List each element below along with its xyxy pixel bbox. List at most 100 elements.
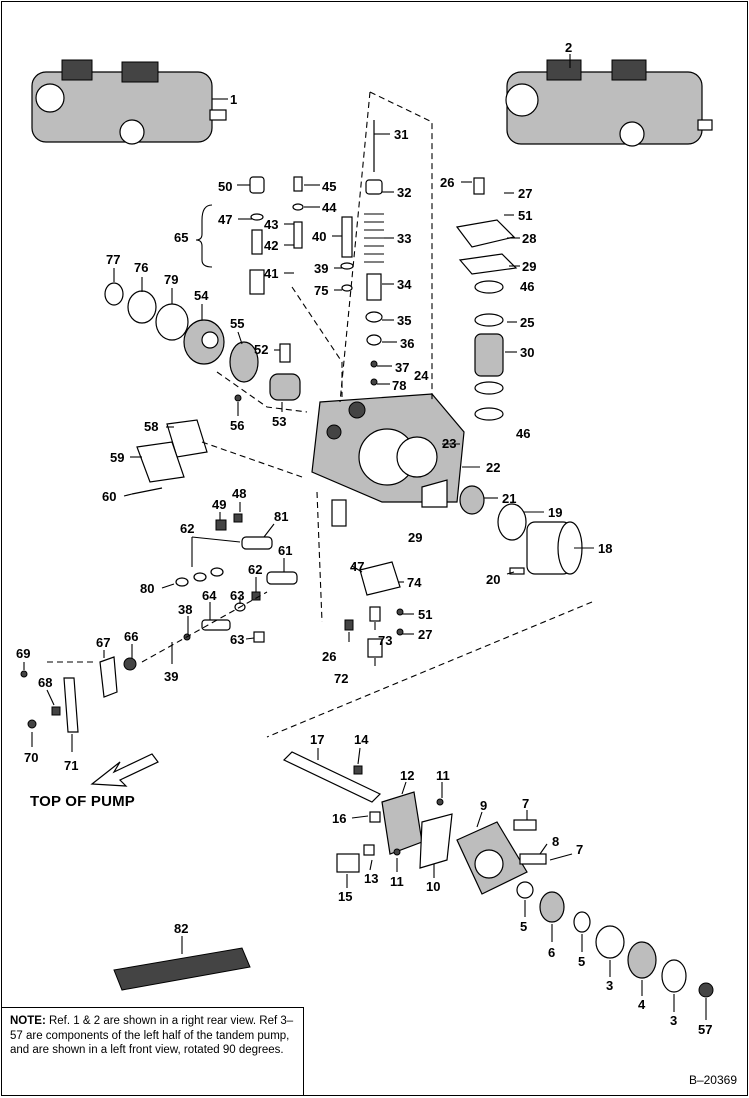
top-of-pump-label: TOP OF PUMP: [30, 793, 135, 810]
callout-55: 55: [230, 316, 244, 331]
callout-25: 25: [520, 315, 534, 330]
callout-28: 28: [522, 231, 536, 246]
callout-11-top: 11: [436, 768, 450, 783]
callout-64: 64: [202, 588, 217, 603]
check-valve-parts: [175, 513, 298, 643]
callout-79: 79: [164, 272, 178, 287]
tandem-pump-assembly-2: [505, 59, 713, 147]
callout-5-left: 5: [520, 919, 527, 934]
callout-73: 73: [378, 633, 392, 648]
callout-39-top: 39: [314, 261, 328, 276]
relief-valve-parts: [249, 176, 354, 295]
callout-17: 17: [310, 732, 324, 747]
callout-54: 54: [194, 288, 209, 303]
callout-65: 65: [174, 230, 188, 245]
center-lower-parts: [331, 499, 404, 658]
decal-82: [113, 947, 251, 991]
callout-26-bottom: 26: [322, 649, 336, 664]
callout-41: 41: [264, 266, 278, 281]
callout-67: 67: [96, 635, 110, 650]
callout-45: 45: [322, 179, 336, 194]
callout-33: 33: [397, 231, 411, 246]
callout-9: 9: [480, 798, 487, 813]
callout-23: 23: [442, 436, 456, 451]
callout-5-right: 5: [578, 954, 585, 969]
callout-48: 48: [232, 486, 246, 501]
callout-29-top: 29: [522, 259, 536, 274]
note-heading: NOTE:: [10, 1015, 46, 1027]
callout-47-bottom: 47: [350, 559, 364, 574]
top-of-pump-arrow: [90, 753, 159, 787]
callout-74: 74: [407, 575, 422, 590]
callout-75: 75: [314, 283, 328, 298]
callout-38: 38: [178, 602, 192, 617]
callout-2: 2: [565, 40, 572, 55]
pump-housing: [311, 393, 465, 503]
tandem-pump-assembly-1: [31, 59, 227, 145]
callout-7-top: 7: [522, 796, 529, 811]
callout-51-bottom: 51: [418, 607, 432, 622]
cylinder-block-set: [421, 479, 583, 575]
callout-11-bottom: 11: [390, 874, 404, 889]
callout-19: 19: [548, 505, 562, 520]
callout-29-bottom: 29: [408, 530, 422, 545]
callout-numbers: 1 2 31 32 33 34 35 36 37 78 24 26 27 51 …: [16, 40, 712, 1037]
callout-27-top: 27: [518, 186, 532, 201]
callout-69: 69: [16, 646, 30, 661]
callout-26-top: 26: [440, 175, 454, 190]
servo-stack: [455, 177, 518, 421]
callout-76: 76: [134, 260, 148, 275]
control-spool-stack: [364, 120, 384, 386]
callout-8: 8: [552, 834, 559, 849]
callout-3-left: 3: [606, 978, 613, 993]
linkage-parts: [20, 656, 137, 733]
callout-63-top: 63: [230, 588, 244, 603]
assembly-lines: [47, 91, 593, 738]
callout-13: 13: [364, 871, 378, 886]
callout-27-bottom: 27: [418, 627, 432, 642]
left-seals-and-bearing: [104, 282, 301, 402]
callout-50: 50: [218, 179, 232, 194]
callout-46-bottom: 46: [516, 426, 530, 441]
callout-31: 31: [394, 127, 408, 142]
callout-80: 80: [140, 581, 154, 596]
callout-16: 16: [332, 811, 346, 826]
note-text: Ref. 1 & 2 are shown in a right rear vie…: [10, 1015, 294, 1056]
callout-21: 21: [502, 491, 516, 506]
callout-56: 56: [230, 418, 244, 433]
callout-10: 10: [426, 879, 440, 894]
callout-44: 44: [322, 200, 337, 215]
callout-7-bottom: 7: [576, 842, 583, 857]
callout-47-top: 47: [218, 212, 232, 227]
callout-37: 37: [395, 360, 409, 375]
callout-22: 22: [486, 460, 500, 475]
callout-6: 6: [548, 945, 555, 960]
callout-1: 1: [230, 92, 237, 107]
callout-58: 58: [144, 419, 158, 434]
callout-66: 66: [124, 629, 138, 644]
callout-81: 81: [274, 509, 288, 524]
callout-36: 36: [400, 336, 414, 351]
callout-35: 35: [397, 313, 411, 328]
callout-57: 57: [698, 1022, 712, 1037]
callout-62-top: 62: [180, 521, 194, 536]
callout-4: 4: [638, 997, 646, 1012]
callout-3-right: 3: [670, 1013, 677, 1028]
callout-61: 61: [278, 543, 292, 558]
callout-82: 82: [174, 921, 188, 936]
bracket-65: [195, 204, 213, 268]
callout-60: 60: [102, 489, 116, 504]
callout-70: 70: [24, 750, 38, 765]
callout-51-top: 51: [518, 208, 532, 223]
callout-52: 52: [254, 342, 268, 357]
callout-71: 71: [64, 758, 78, 773]
callout-18: 18: [598, 541, 612, 556]
callout-63-bottom: 63: [230, 632, 244, 647]
callout-77: 77: [106, 252, 120, 267]
callout-20: 20: [486, 572, 500, 587]
callout-78: 78: [392, 378, 406, 393]
callout-59: 59: [110, 450, 124, 465]
leader-lines: [23, 54, 707, 1020]
